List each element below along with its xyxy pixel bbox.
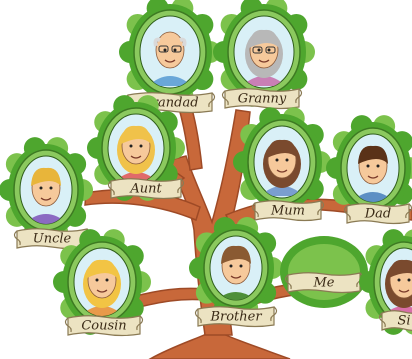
member-grandad: Grandad (119, 0, 221, 114)
hair (31, 167, 61, 186)
name-banner (67, 315, 141, 337)
banner-curl-left (13, 230, 21, 246)
shirt (260, 186, 304, 196)
member-label: Uncle (33, 232, 72, 247)
member-label: Mum (270, 204, 305, 219)
eye-left (95, 278, 99, 282)
banner-curl-left (251, 202, 259, 218)
banner-curl-left (284, 274, 292, 290)
member-cousin: Cousin (53, 229, 151, 337)
banner-curl-left (343, 205, 351, 221)
name-banner (254, 200, 322, 222)
member-label: Cousin (81, 319, 126, 334)
member-brother: Brother (189, 217, 283, 328)
banner-curl-right (405, 203, 412, 219)
hair (121, 125, 151, 144)
member-label: Aunt (129, 182, 162, 197)
eye-left (229, 264, 233, 268)
eye-left (257, 48, 261, 52)
mouth (258, 59, 270, 63)
banner-curl-right (208, 92, 216, 108)
eye-left (163, 48, 167, 52)
banner-curl-left (221, 90, 229, 106)
eye-right (407, 278, 411, 282)
member-dad: Dad (326, 115, 412, 225)
mouth (164, 59, 176, 63)
name-banner (346, 203, 410, 225)
mouth (40, 197, 52, 201)
eye-right (105, 278, 109, 282)
glasses-right (171, 45, 182, 53)
shirt (242, 76, 286, 86)
eye-left (39, 186, 43, 190)
mouth (96, 289, 108, 293)
banner-curl-left (107, 180, 115, 196)
mouth (276, 169, 288, 173)
eye-right (239, 264, 243, 268)
member-label: Me (312, 276, 334, 291)
hair (358, 145, 388, 164)
eye-right (139, 144, 143, 148)
hair (153, 37, 187, 47)
hair (249, 29, 279, 48)
portrait (242, 29, 286, 86)
member-aunt: Aunt (87, 95, 185, 201)
glasses-left (158, 45, 169, 53)
member-label: Dad (364, 207, 392, 222)
eye-left (275, 158, 279, 162)
banner-curl-left (194, 308, 202, 324)
member-label: Granny (238, 92, 287, 107)
eye-right (376, 164, 380, 168)
glasses-left (252, 46, 263, 54)
name-banner (110, 178, 182, 200)
face (155, 31, 185, 69)
member-me: Me (280, 236, 368, 308)
banner-curl-right (317, 200, 325, 216)
name-banner (197, 306, 275, 328)
eye-right (285, 158, 289, 162)
hair (87, 259, 117, 278)
portrait (80, 259, 124, 316)
hair (267, 139, 297, 158)
banner-curl-right (136, 315, 144, 331)
eye-left (366, 164, 370, 168)
portrait (148, 31, 192, 86)
mouth (230, 275, 242, 279)
portrait (260, 139, 304, 196)
name-banner (287, 272, 361, 294)
eye-right (49, 186, 53, 190)
member-label: Si (397, 314, 410, 329)
member-mum: Mum (233, 107, 331, 222)
eye-left (397, 278, 401, 282)
banner-curl-right (177, 178, 185, 194)
member-uncle: Uncle (0, 137, 93, 250)
eye-right (267, 48, 271, 52)
mouth (367, 175, 379, 179)
eye-right (173, 48, 177, 52)
mouth (130, 155, 142, 159)
shirt (148, 76, 192, 86)
member-granny: Granny (213, 0, 315, 110)
banner-curl-left (64, 317, 72, 333)
mouth (398, 289, 410, 293)
banner-curl-right (295, 88, 303, 104)
member-label: Brother (209, 310, 262, 325)
eye-left (129, 144, 133, 148)
name-banner (224, 88, 300, 110)
banner-curl-left (378, 312, 386, 328)
banner-curl-right (270, 306, 278, 322)
member-sister: Si (359, 229, 412, 335)
name-banner (381, 310, 412, 331)
glasses-right (265, 46, 276, 54)
hair (221, 245, 251, 264)
